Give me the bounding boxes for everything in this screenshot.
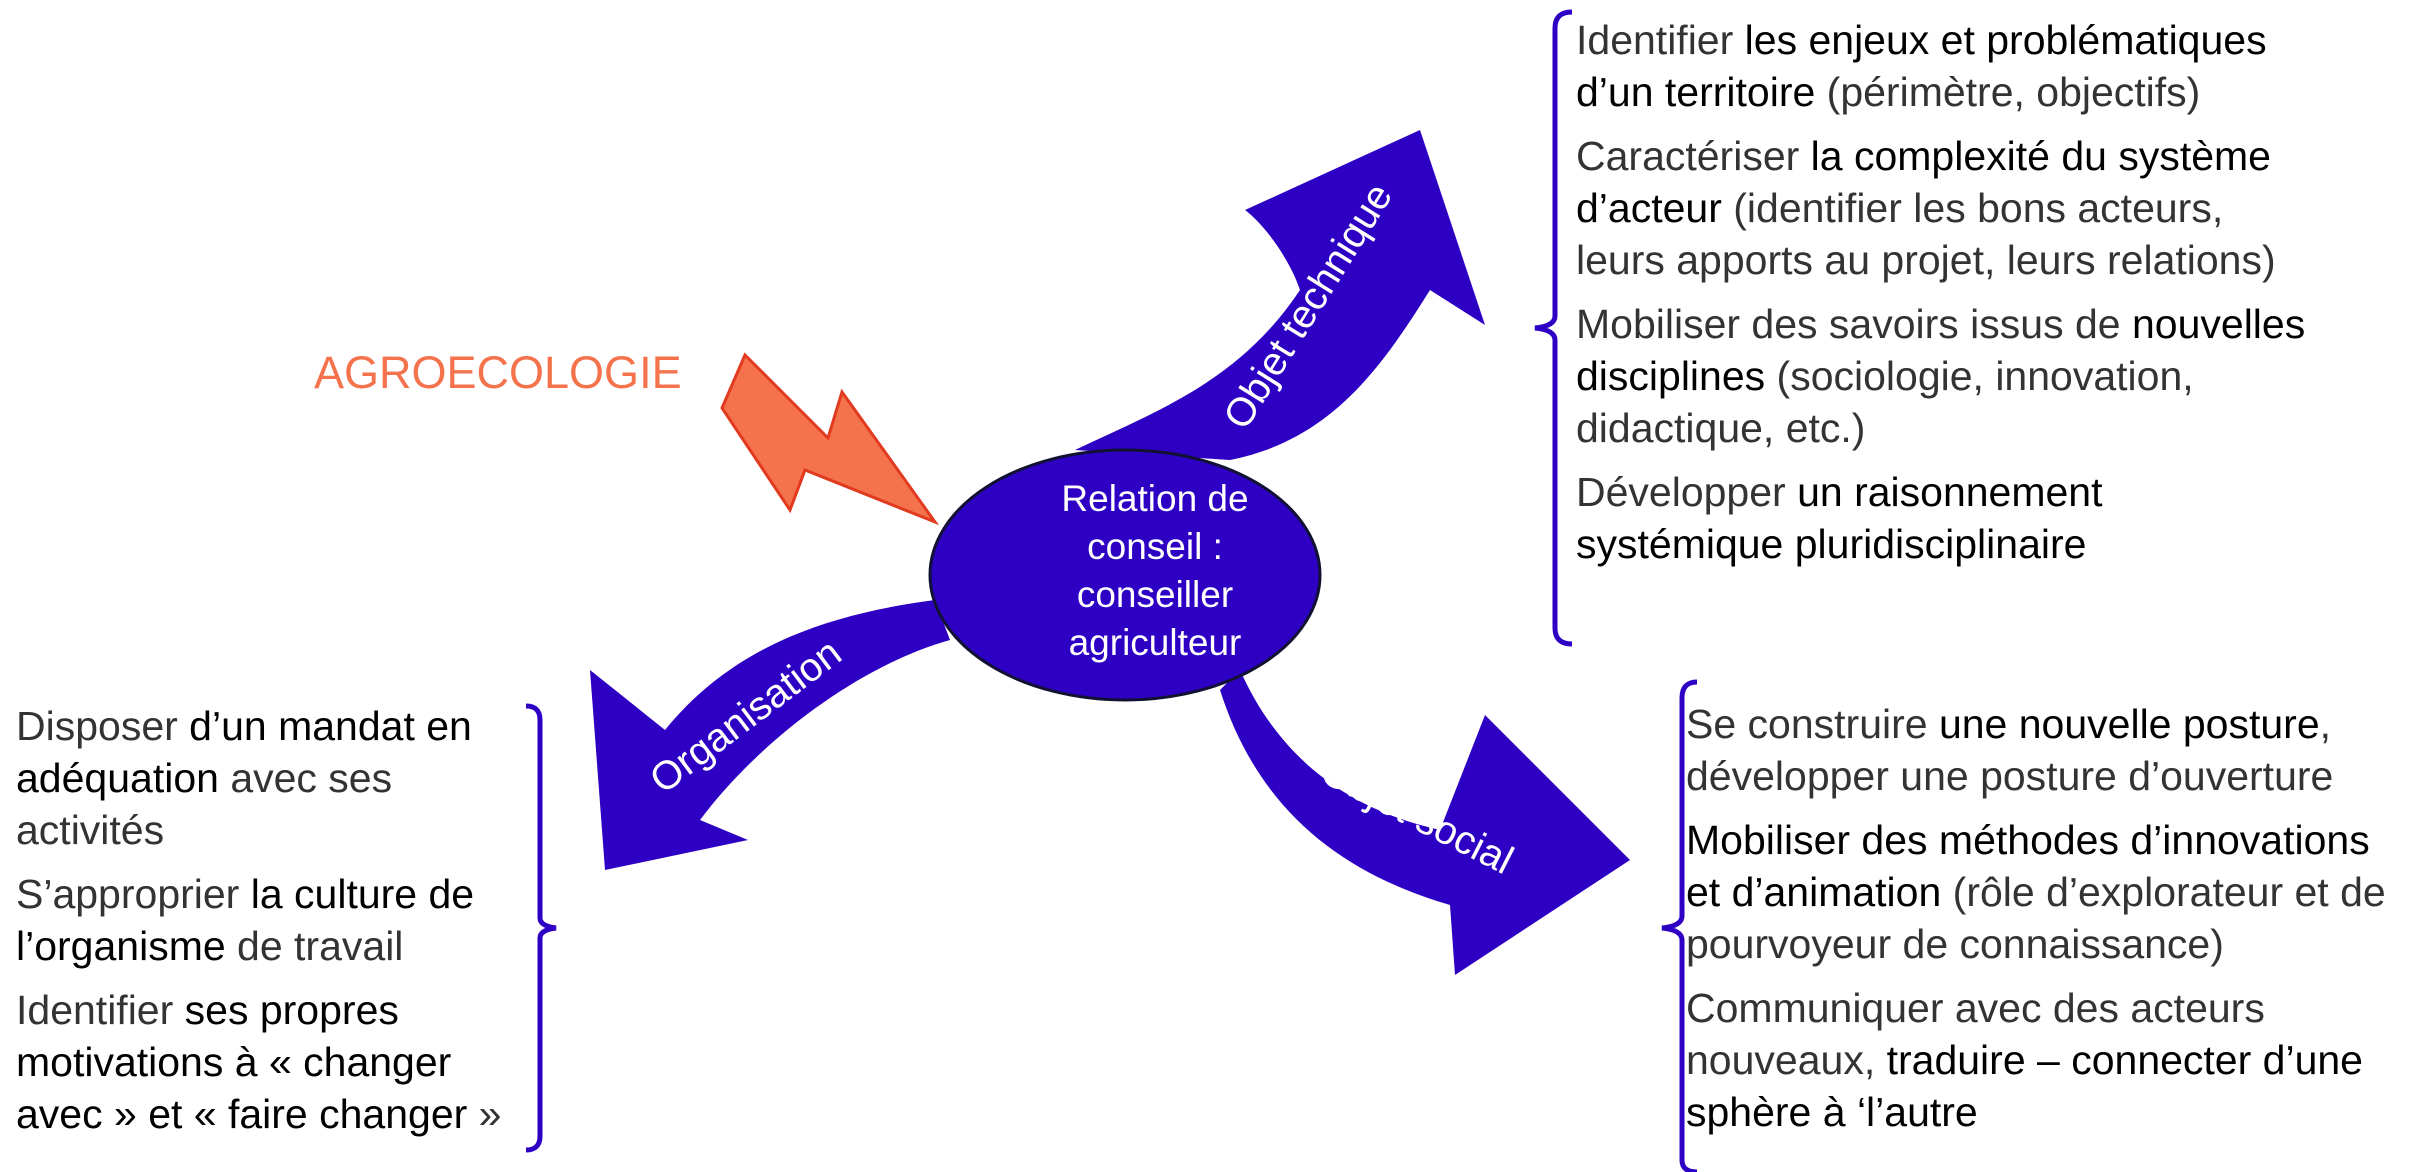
- bracket-organisation: [525, 703, 557, 1153]
- organisation-item: Disposer d’un mandat en adéquation avec …: [16, 703, 472, 853]
- organisation-arrow: [590, 600, 950, 870]
- arrow-label-organisation: Organisation: [642, 631, 850, 803]
- organisation-item: Identifier ses propres motivations à « c…: [16, 987, 502, 1137]
- technique-item: Développer un raisonnement systémique pl…: [1576, 469, 2103, 567]
- technique-item: Caractériser la complexité du système d’…: [1576, 133, 2276, 283]
- technique-arrow: [1075, 130, 1485, 460]
- agroecologie-label: AGROECOLOGIE: [314, 347, 682, 398]
- center-line-4: agriculteur: [1068, 622, 1242, 663]
- social-list: Se construire une nouvelle posture, déve…: [1686, 698, 2401, 1150]
- center-line-2: conseil :: [1087, 526, 1223, 567]
- organisation-list: Disposer d’un mandat en adéquation avec …: [16, 700, 511, 1152]
- social-item: Mobiliser des méthodes d’innovations et …: [1686, 817, 2386, 967]
- center-line-1: Relation de: [1061, 478, 1249, 519]
- social-item: Communiquer avec des acteurs nouveaux, t…: [1686, 985, 2363, 1135]
- center-line-3: conseiller: [1076, 574, 1234, 615]
- center-ellipse: [928, 448, 1322, 702]
- organisation-item: S’approprier la culture de l’organisme d…: [16, 871, 475, 969]
- technique-item: Mobiliser des savoirs issus de nouvelles…: [1576, 301, 2306, 451]
- social-arrow: [1220, 670, 1630, 975]
- lightning-icon: [720, 352, 940, 526]
- social-item: Se construire une nouvelle posture, déve…: [1686, 701, 2334, 799]
- center-label: Relation de conseil : conseiller agricul…: [1010, 475, 1300, 667]
- bracket-technique: [1534, 9, 1573, 647]
- technique-item: Identifier les enjeux et problématiques …: [1576, 17, 2267, 115]
- bracket-social: [1661, 679, 1698, 1172]
- technique-list: Identifier les enjeux et problématiques …: [1576, 14, 2306, 582]
